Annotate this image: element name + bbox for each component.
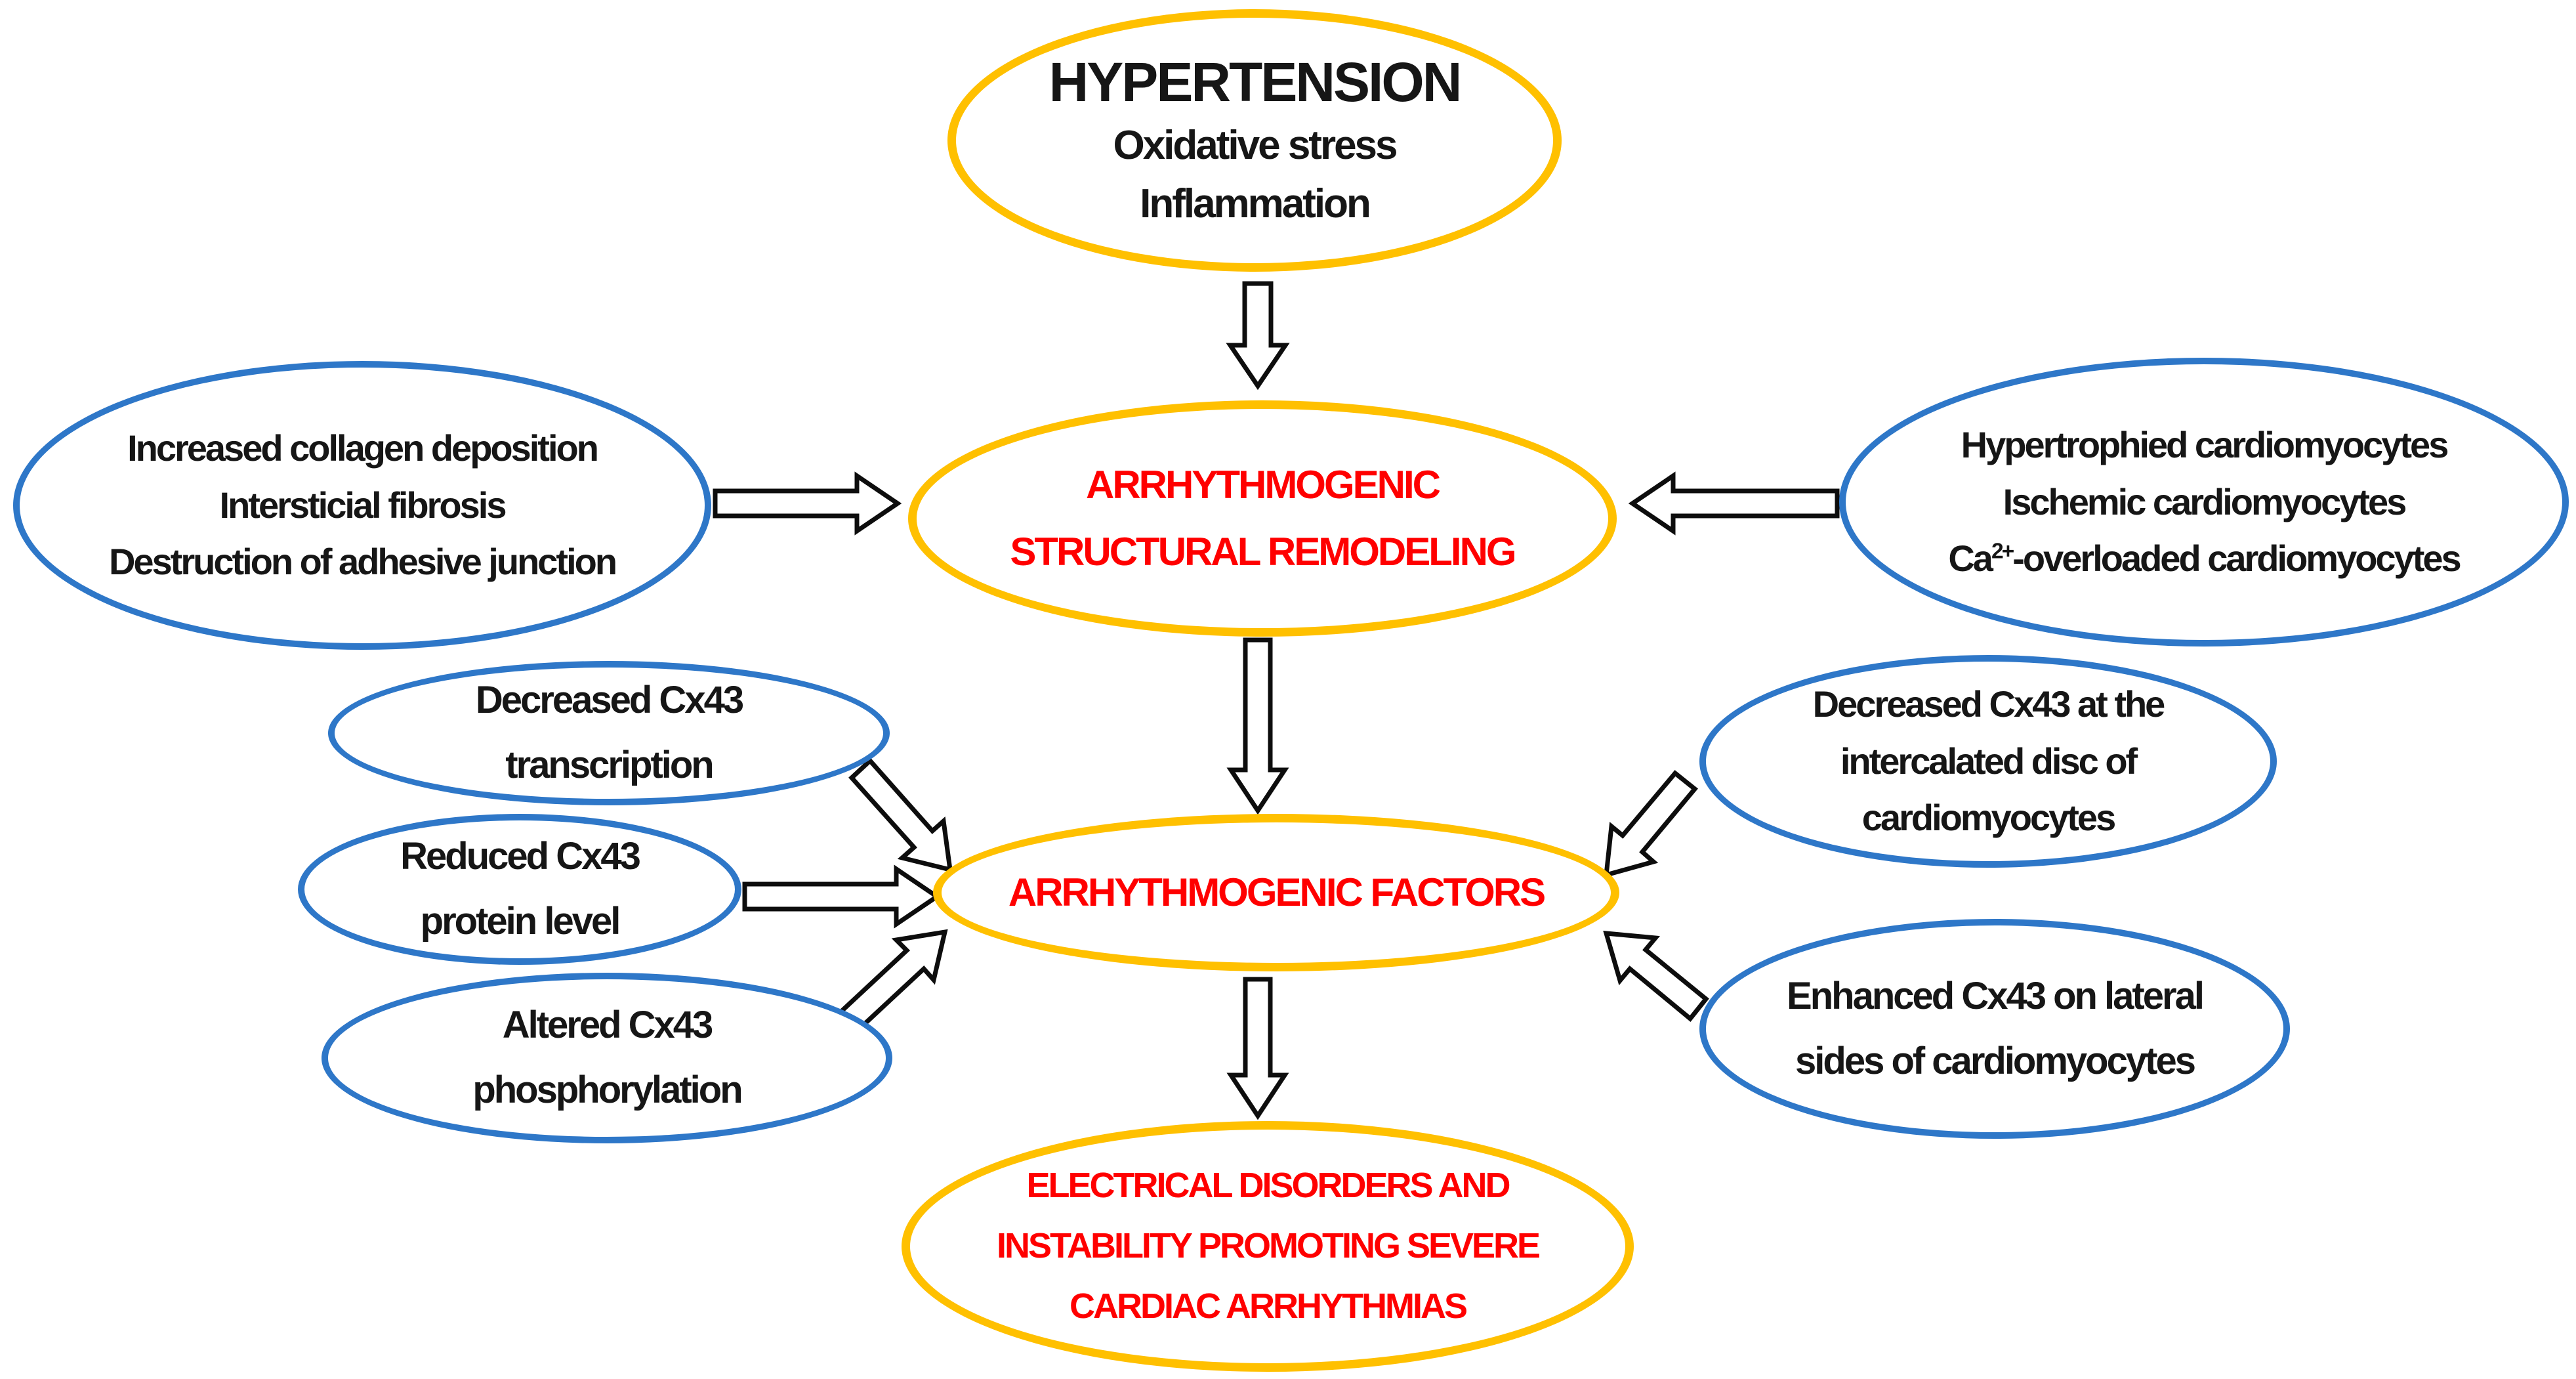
arrow-protein-to-factors <box>742 864 942 929</box>
arrow-transcription-to-factors <box>848 757 953 873</box>
node-phosphorylation-line1: Altered Cx43 <box>502 1004 714 1047</box>
node-protein-line1: Reduced Cx43 <box>400 835 641 878</box>
ca-rest: -overloaded cardiomyocytes <box>2012 538 2461 580</box>
node-transcription-line2: transcription <box>505 744 714 786</box>
node-protein-line2: protein level <box>420 900 621 943</box>
node-outcome-line2: INSTABILITY PROMOTING SEVERE <box>996 1226 1541 1266</box>
node-lateral-line2: sides of cardiomyocytes <box>1795 1039 2196 1082</box>
node-collagen-deposition: Increased collagen deposition Interstici… <box>13 361 711 650</box>
node-intercalated-line2: intercalated disc of <box>1840 740 2138 782</box>
node-collagen-line1: Increased collagen deposition <box>127 427 599 469</box>
node-hypertension-title: HYPERTENSION <box>1049 51 1463 114</box>
node-structural-remodeling: ARRHYTHMOGENIC STRUCTURAL REMODELING <box>908 400 1617 637</box>
arrow-structural-to-factors <box>1226 637 1289 815</box>
arrow-collagen-to-structural <box>713 471 902 536</box>
node-hypertension-line2: Inflammation <box>1140 180 1371 226</box>
node-cardiomyocytes-line2: Ischemic cardiomyocytes <box>2003 480 2407 522</box>
node-intercalated-line3: cardiomyocytes <box>1861 797 2116 839</box>
arrow-hypertension-to-structural <box>1226 281 1290 391</box>
node-cardiomyocytes-line1: Hypertrophied cardiomyocytes <box>1961 423 2449 465</box>
ca-prefix: Ca <box>1948 538 1993 580</box>
node-cx43-intercalated-disc: Decreased Cx43 at the intercalated disc … <box>1699 655 2277 868</box>
ca-superscript: 2+ <box>1991 539 2014 564</box>
node-intercalated-line1: Decreased Cx43 at the <box>1812 683 2166 725</box>
node-cardiomyocytes-line3: Ca2+-overloaded cardiomyocytes <box>1948 530 2461 587</box>
node-arrhythmogenic-factors: ARRHYTHMOGENIC FACTORS <box>933 814 1619 971</box>
node-outcome-line3: CARDIAC ARRHYTHMIAS <box>1070 1286 1468 1326</box>
arrow-cardiomyocytes-to-structural <box>1628 471 1840 536</box>
node-hypertension-line1: Oxidative stress <box>1113 123 1398 169</box>
arrow-lateral-to-factors <box>1603 931 1709 1022</box>
node-outcome-line1: ELECTRICAL DISORDERS AND <box>1026 1166 1510 1206</box>
node-phosphorylation-line2: phosphorylation <box>472 1069 743 1111</box>
node-structural-line1: ARRHYTHMOGENIC <box>1086 463 1441 507</box>
node-structural-line2: STRUCTURAL REMODELING <box>1010 530 1516 574</box>
node-collagen-line3: Destruction of adhesive junction <box>108 541 617 583</box>
node-collagen-line2: Intersticial fibrosis <box>219 484 507 526</box>
node-factors-label: ARRHYTHMOGENIC FACTORS <box>1008 870 1546 914</box>
node-cx43-protein-level: Reduced Cx43 protein level <box>298 814 741 965</box>
node-cardiomyocytes: Hypertrophied cardiomyocytes Ischemic ca… <box>1839 358 2569 647</box>
arrow-phosphorylation-to-factors <box>838 929 948 1033</box>
node-cx43-transcription: Decreased Cx43 transcription <box>328 661 890 805</box>
node-lateral-line1: Enhanced Cx43 on lateral <box>1787 974 2205 1017</box>
arrow-factors-to-outcome <box>1226 977 1289 1120</box>
node-cx43-phosphorylation: Altered Cx43 phosphorylation <box>322 973 892 1143</box>
node-hypertension: HYPERTENSION Oxidative stress Inflammati… <box>947 9 1562 272</box>
node-transcription-line1: Decreased Cx43 <box>475 679 744 722</box>
arrow-intercalated-to-factors <box>1603 770 1698 878</box>
node-electrical-disorders: ELECTRICAL DISORDERS AND INSTABILITY PRO… <box>902 1121 1634 1372</box>
node-cx43-lateral-sides: Enhanced Cx43 on lateral sides of cardio… <box>1699 919 2290 1139</box>
